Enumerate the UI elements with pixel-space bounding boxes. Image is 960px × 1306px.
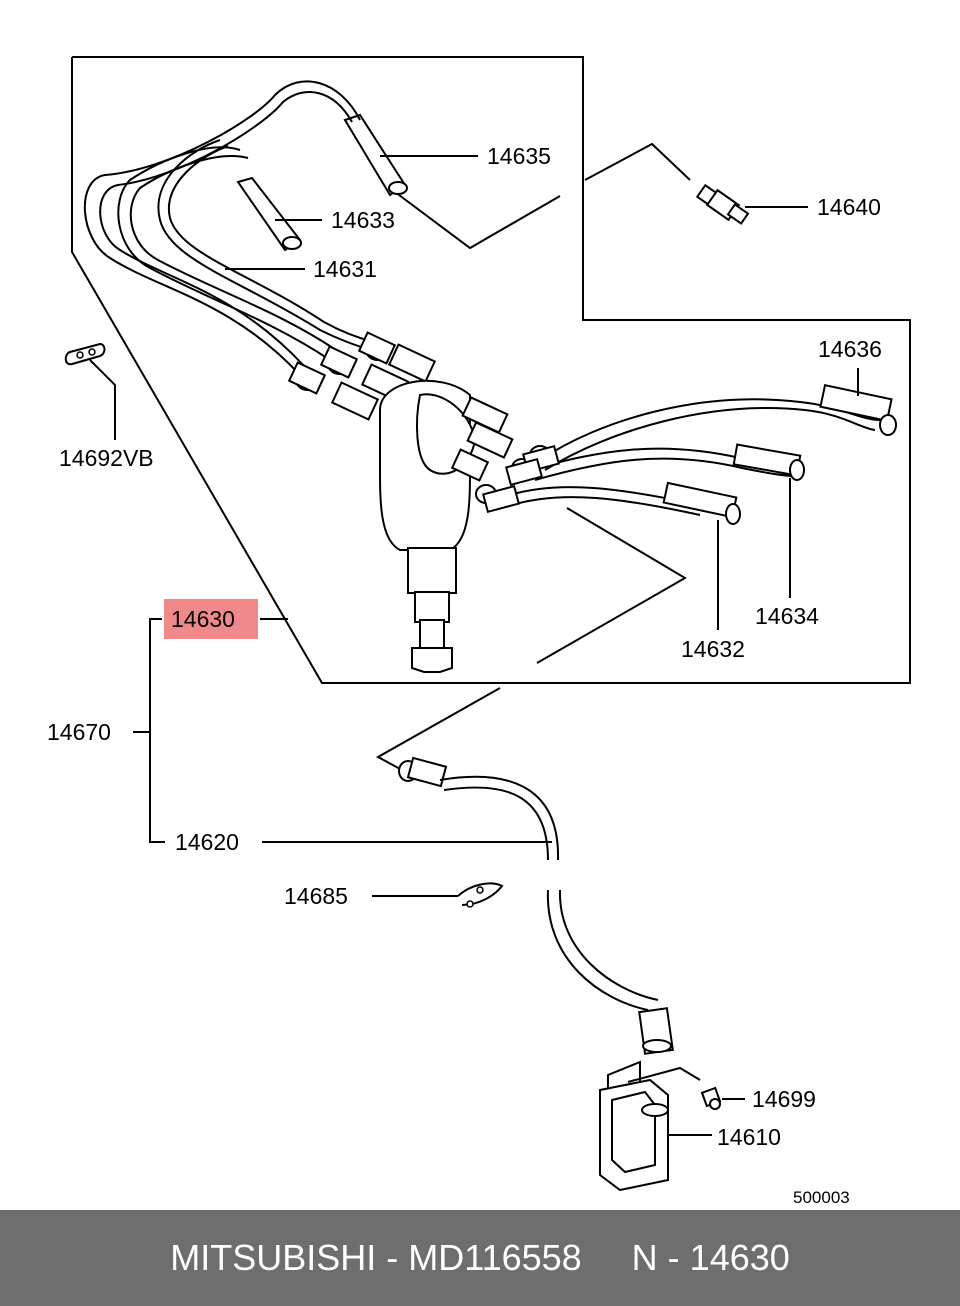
spark-plug-bracket — [394, 191, 561, 250]
footer-bar: MITSUBISHI - MD116558 N - 14630 — [0, 1210, 960, 1306]
label-14699: 14699 — [752, 1086, 816, 1112]
coil-lead-bracket — [375, 687, 501, 771]
label-14636: 14636 — [818, 336, 882, 362]
label-14635: 14635 — [487, 143, 551, 169]
label-14610: 14610 — [717, 1124, 781, 1150]
plug-boot-14636 — [819, 368, 897, 436]
spark-plug-icon — [695, 183, 808, 225]
plug-boot-14635 — [343, 113, 478, 197]
plug-boot-14634 — [732, 443, 805, 598]
highlight-box — [164, 599, 258, 639]
ignition-wires-left — [84, 80, 375, 376]
label-14631: 14631 — [313, 256, 377, 282]
label-14670: 14670 — [47, 719, 111, 745]
reference-code: 500003 — [793, 1188, 850, 1207]
wire-clip-icon — [64, 342, 116, 440]
spark-plug-bracket-arm — [584, 142, 691, 181]
plug-boot-14633 — [236, 176, 322, 252]
label-14632: 14632 — [681, 636, 745, 662]
wire-end-caps — [287, 331, 397, 395]
label-14640: 14640 — [817, 194, 881, 220]
label-14692VB: 14692VB — [59, 445, 154, 471]
plug-boot-14632 — [662, 481, 741, 630]
ignition-coil-icon — [599, 1060, 745, 1192]
clip-14685-icon — [372, 882, 504, 908]
label-14634: 14634 — [755, 603, 819, 629]
label-14620: 14620 — [175, 829, 239, 855]
label-14633: 14633 — [331, 207, 395, 233]
parts-diagram: 14635 14640 14633 14631 14636 14692VB 14… — [47, 56, 911, 1207]
assembly-frame — [71, 56, 911, 684]
footer-part-info: MITSUBISHI - MD116558 N - 14630 — [170, 1237, 790, 1278]
label-14630: 14630 — [171, 606, 235, 632]
assembly-bracket — [133, 618, 552, 843]
coil-wire-14620 — [398, 756, 674, 1055]
distributor-icon — [330, 343, 514, 673]
right-wire-bracket — [536, 507, 687, 664]
label-14685: 14685 — [284, 883, 348, 909]
